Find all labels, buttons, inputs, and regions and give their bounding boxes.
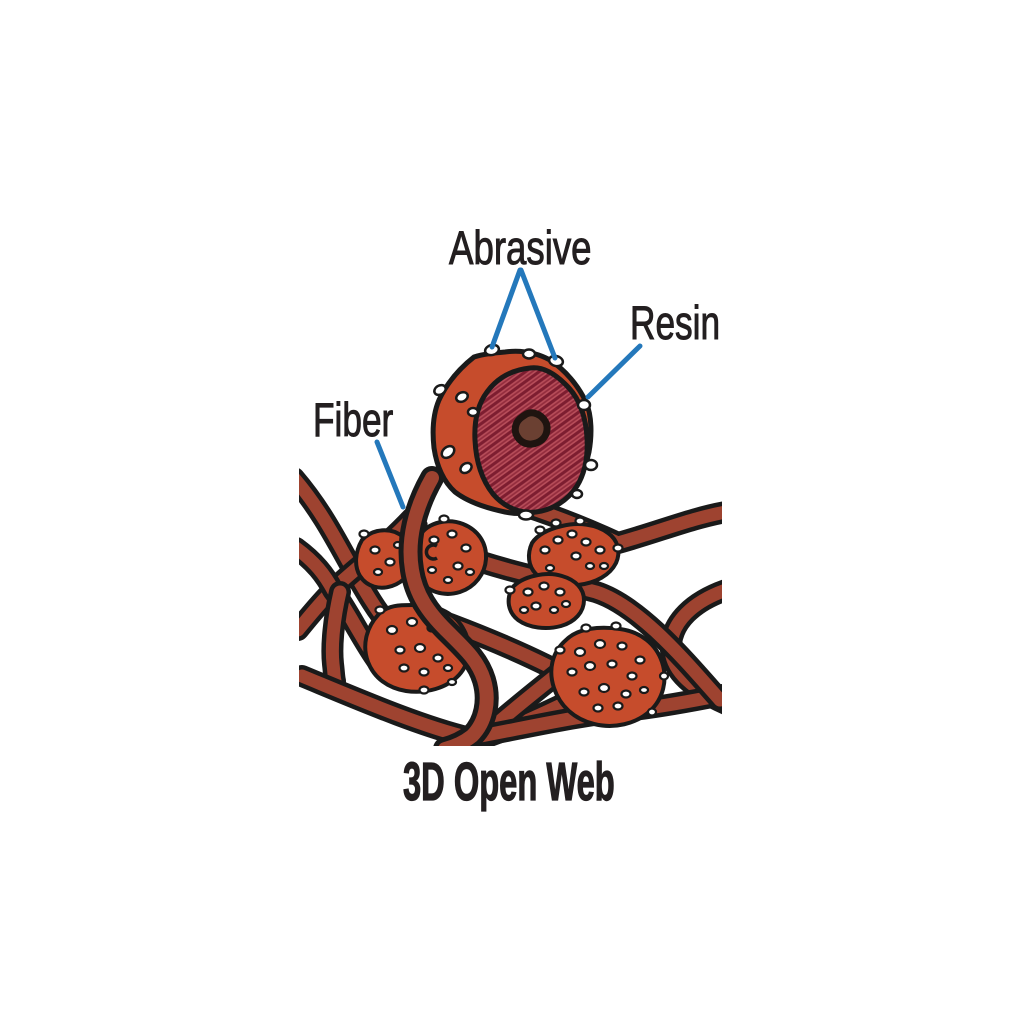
svg-text:Fiber: Fiber [313, 393, 393, 446]
svg-text:Resin: Resin [630, 296, 720, 349]
svg-text:Abrasive: Abrasive [449, 222, 592, 274]
svg-text:3D Open Web: 3D Open Web [403, 753, 615, 812]
